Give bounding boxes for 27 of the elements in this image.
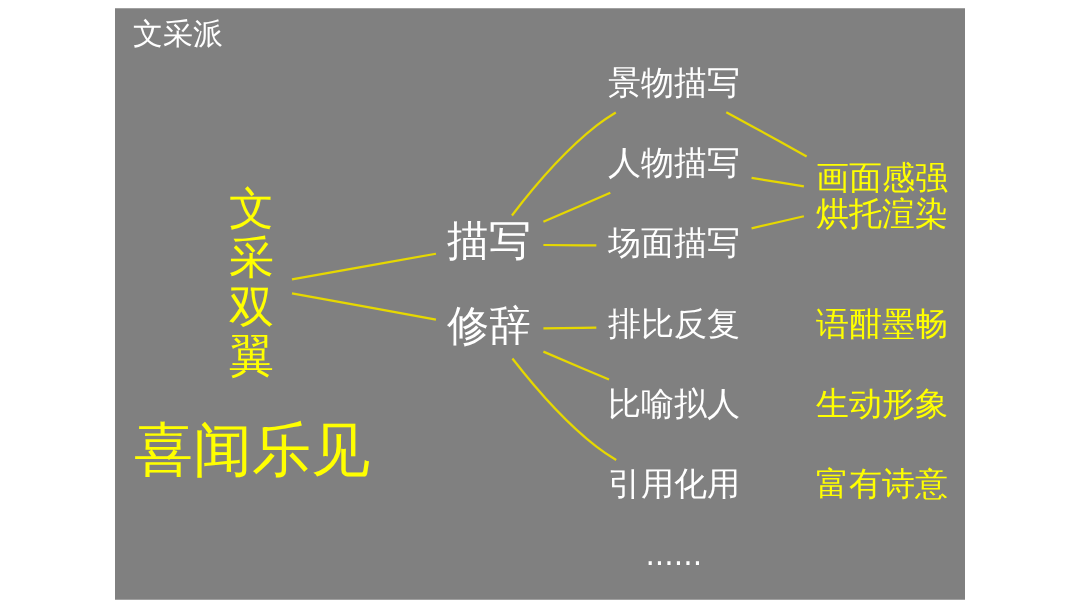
connector [511, 111, 617, 217]
label: 富有诗意 [815, 465, 948, 504]
node-text: 场面描写 [607, 224, 740, 263]
node-text: 景物描写 [607, 63, 740, 102]
connector [511, 357, 617, 461]
connector [291, 252, 437, 281]
label: 生动形象 [815, 384, 948, 423]
node-text: 画面感强烘托渲染 [815, 158, 948, 233]
node-text: 引用化用 [607, 465, 740, 504]
connector [725, 111, 808, 158]
node-text: 文采双翼 [229, 182, 275, 382]
node-text: 人物描写 [607, 144, 740, 183]
node-text: 比喻拟人 [607, 384, 740, 423]
label: 喜闻乐见 [133, 415, 370, 485]
connector [751, 215, 805, 230]
label: 语酣墨畅 [815, 304, 948, 343]
node-text: 排比反复 [607, 304, 740, 343]
label: ······ [645, 546, 703, 582]
connector [543, 326, 597, 330]
connector [751, 176, 805, 188]
connector [543, 243, 597, 247]
node-text: 描写 [447, 215, 532, 265]
diagram-title: 文采派 [133, 15, 224, 51]
connector [291, 292, 437, 321]
connector [542, 350, 610, 381]
node-text: 修辞 [447, 300, 532, 350]
connector [542, 191, 611, 223]
